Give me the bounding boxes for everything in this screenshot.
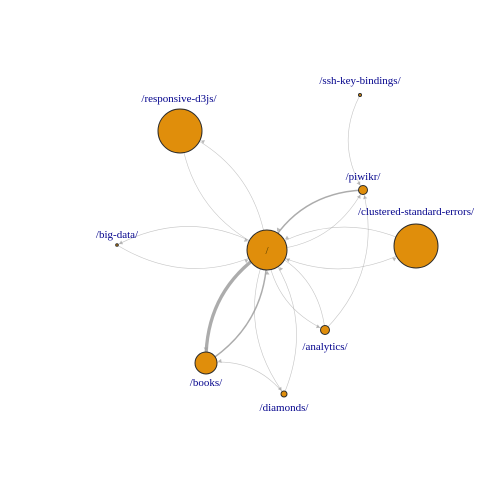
- node-label-analytics: /analytics/: [302, 341, 348, 353]
- label-layer: / /responsive-d3js/ /ssh-key-bindings/ /piw…: [96, 75, 475, 414]
- node-label-diamonds: /diamonds/: [260, 402, 310, 414]
- node-ssh-key-bindings[interactable]: [358, 93, 362, 97]
- node-label-books: /books/: [190, 377, 223, 389]
- arrowhead-piwikr-to-root: [276, 227, 281, 232]
- arrowhead-clustered-standard-errors-to-root: [285, 235, 290, 240]
- arrowhead-analytics-to-root: [286, 258, 291, 263]
- arrowhead-root-to-analytics: [315, 324, 321, 329]
- arrowhead-diamonds-to-root: [279, 266, 284, 272]
- node-diamonds[interactable]: [280, 390, 288, 398]
- arrowhead-diamonds-to-books: [217, 358, 222, 364]
- node-label-piwikr: /piwikr/: [346, 171, 382, 183]
- node-layer: [115, 93, 439, 398]
- node-analytics[interactable]: [320, 325, 330, 335]
- node-piwikr[interactable]: [358, 185, 368, 195]
- node-books[interactable]: [194, 351, 218, 375]
- node-big-data[interactable]: [115, 243, 119, 247]
- arrowhead-root-to-piwikr: [356, 194, 361, 199]
- arrowhead-root-to-responsive-d3js: [200, 140, 205, 144]
- node-label-big-data: /big-data/: [96, 229, 139, 241]
- node-responsive-d3js[interactable]: [157, 108, 203, 154]
- edge-ssh-key-bindings-to-piwikr: [347, 94, 364, 191]
- arrowhead-books-to-root: [265, 270, 270, 275]
- arrowhead-analytics-to-piwikr: [363, 195, 368, 200]
- node-label-responsive-d3js: /responsive-d3js/: [141, 93, 217, 105]
- node-root[interactable]: [246, 229, 288, 271]
- edge-root-to-big-data: [116, 226, 268, 251]
- arrowhead-big-data-to-root: [244, 259, 249, 264]
- edge-analytics-to-piwikr: [324, 189, 369, 331]
- node-label-root: /: [265, 245, 269, 257]
- arrowhead-root-to-clustered-standard-errors: [392, 257, 397, 262]
- arrowhead-root-to-books: [203, 347, 208, 352]
- node-clustered-standard-errors[interactable]: [393, 223, 439, 269]
- arrowhead-responsive-d3js-to-root: [243, 237, 248, 242]
- edge-root-to-clustered-standard-errors: [266, 245, 417, 270]
- node-label-clustered-standard-errors: /clustered-standard-errors/: [358, 206, 475, 218]
- node-label-ssh-key-bindings: /ssh-key-bindings/: [319, 75, 401, 87]
- arrowhead-root-to-big-data: [119, 240, 124, 245]
- arrowhead-ssh-key-bindings-to-piwikr: [356, 181, 361, 186]
- edge-big-data-to-root: [116, 244, 268, 269]
